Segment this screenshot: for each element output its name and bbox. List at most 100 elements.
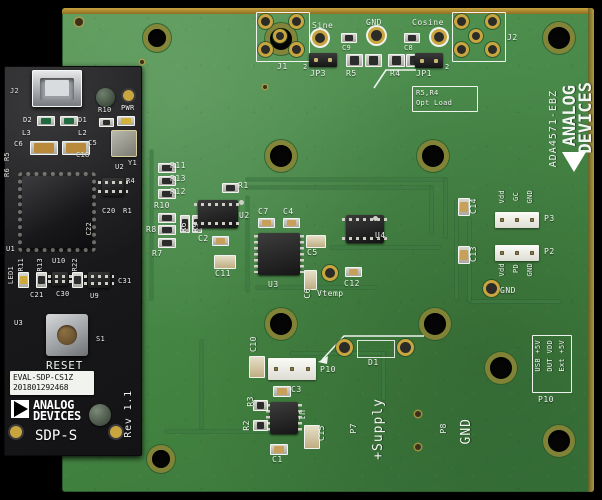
sdp-r10-component — [99, 118, 114, 127]
c15-label: C15 — [317, 425, 326, 441]
sdp-l2-label: L2 — [78, 129, 88, 137]
c7-label: C7 — [258, 207, 269, 216]
sdp-r11-label: R11 — [17, 258, 25, 272]
jp3-pin2-label: 2 — [303, 63, 308, 71]
mounting-hole — [490, 357, 512, 379]
j2-pad[interactable] — [457, 45, 466, 54]
p2-connector[interactable] — [495, 245, 539, 261]
usb-mini-connector-j2[interactable] — [32, 70, 82, 107]
mounting-hole — [270, 145, 292, 167]
sdp-r1-label: R1 — [123, 207, 133, 215]
d1-pad[interactable] — [339, 342, 350, 353]
sdp-r13-component — [36, 272, 47, 288]
via — [415, 411, 421, 417]
reset-button-s1[interactable] — [46, 314, 88, 356]
d1-outline — [357, 340, 395, 358]
sdp-c18-label: C18 — [76, 151, 90, 159]
r7-label: R7 — [152, 249, 163, 258]
d1-pad[interactable] — [400, 342, 411, 353]
r3-component — [253, 400, 268, 411]
jp1-jumper[interactable] — [415, 53, 443, 68]
p10-connector[interactable] — [268, 358, 316, 380]
j1-pad[interactable] — [292, 17, 301, 26]
c13-label: C13 — [469, 246, 478, 262]
c5-label: C5 — [307, 248, 318, 257]
gnd-test-point[interactable] — [371, 30, 382, 41]
reset-label: RESET — [46, 359, 84, 372]
via — [415, 444, 421, 450]
c3-label: C3 — [291, 385, 302, 394]
trace — [150, 150, 153, 300]
mounting-hole — [152, 450, 170, 468]
c4-label: C4 — [283, 207, 294, 216]
p3-connector[interactable] — [495, 212, 539, 228]
sdp-r10-label: R10 — [98, 106, 112, 114]
p8-label: P8 — [439, 423, 448, 434]
c6-component — [304, 270, 317, 290]
c5-component — [306, 235, 326, 248]
j1-pad[interactable] — [292, 45, 301, 54]
jp3-label: JP3 — [310, 69, 326, 78]
gnd-top-label: GND — [366, 18, 382, 27]
jp3-jumper[interactable] — [309, 53, 337, 67]
p2-pin-pd: PD — [512, 264, 520, 274]
c3-component — [273, 386, 291, 397]
sdp-short-name: SDP-S — [35, 428, 78, 444]
j2-label: J2 — [507, 33, 518, 42]
j2-pad[interactable] — [488, 17, 497, 26]
p10-legend-line1: USB +5V — [534, 340, 542, 372]
sdp-y1-crystal — [111, 130, 137, 157]
p3-pin-gc: GC — [512, 192, 520, 202]
u3-ic — [254, 233, 304, 275]
trace — [330, 246, 440, 249]
analog-devices-logo-icon — [562, 152, 586, 172]
mounting-hole — [148, 29, 166, 47]
gnd-right-test-point[interactable] — [486, 283, 497, 294]
c9-label: C9 — [342, 44, 352, 52]
cosine-test-point[interactable] — [434, 32, 444, 42]
sine-test-point[interactable] — [315, 33, 325, 43]
sdp-electrolytic-cap — [96, 88, 115, 107]
j1-pad[interactable] — [261, 45, 270, 54]
trace — [444, 178, 447, 238]
c10-component — [249, 356, 265, 378]
trace — [246, 178, 446, 181]
trace — [246, 186, 432, 189]
sdp-led1-label: LED1 — [7, 266, 15, 285]
vtemp-test-point[interactable] — [325, 268, 335, 278]
sdp-mount-pad — [110, 426, 122, 438]
p3-pin-vdd: Vdd — [498, 190, 506, 204]
p10-legend-line2: DUT VDD — [546, 340, 554, 372]
r2-label: R2 — [242, 420, 251, 431]
sdp-u9-label: U9 — [90, 292, 100, 300]
u2-label: U2 — [239, 211, 250, 220]
trace — [200, 340, 203, 430]
r13-label: R13 — [170, 174, 186, 183]
sdp-led1-component — [18, 272, 29, 288]
c4-component — [283, 218, 300, 228]
supply-label: +Supply — [371, 398, 386, 460]
j2-pad[interactable] — [488, 45, 497, 54]
sdp-r6-label: R6 — [3, 168, 11, 178]
c12-label: C12 — [344, 279, 360, 288]
p2-label: P2 — [544, 247, 555, 256]
r10-component — [158, 213, 176, 223]
p7-label: P7 — [349, 423, 358, 434]
j2-pad[interactable] — [457, 17, 466, 26]
vtemp-label: Vtemp — [317, 289, 344, 298]
p3-pin-gnd: GND — [526, 190, 534, 204]
j2-pad[interactable] — [472, 32, 480, 40]
j1-pad[interactable] — [276, 32, 284, 40]
p10-legend-line3: Ext +5V — [558, 340, 566, 372]
p10-label: P10 — [320, 365, 336, 374]
u4-label: U4 — [375, 231, 386, 240]
sdp-serial-number: 201801292468 — [13, 383, 69, 392]
p10-legend-box — [532, 335, 572, 393]
r2-component — [253, 420, 268, 431]
trace — [290, 352, 386, 355]
sdp-brand-analog: ANALOG — [33, 398, 74, 412]
j1-pad[interactable] — [261, 17, 270, 26]
r7-component — [158, 238, 176, 248]
sdp-revision: Rev 1.1 — [123, 390, 134, 438]
